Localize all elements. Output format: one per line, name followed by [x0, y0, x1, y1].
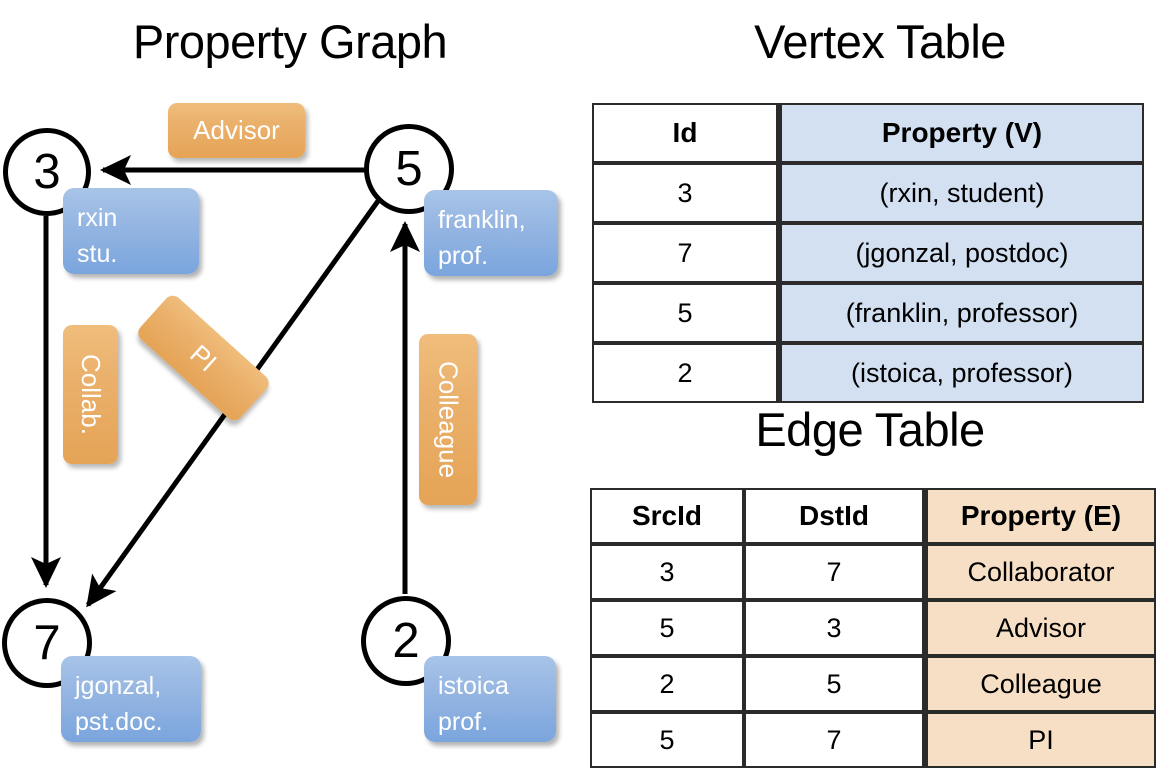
edge-cell-property: Collaborator: [924, 544, 1156, 600]
vertex-cell-id: 2: [592, 343, 778, 403]
edge-cell-dstid: 5: [744, 656, 924, 712]
table-row: 2 5 Colleague: [590, 656, 1156, 712]
edge-cell-dstid: 7: [744, 544, 924, 600]
vertex-cell-property: (istoica, professor): [778, 343, 1144, 403]
node-property-line-franklin-1: franklin,: [438, 206, 526, 234]
vertex-cell-id: 7: [592, 223, 778, 283]
table-row: 3 7 Collaborator: [590, 544, 1156, 600]
vertex-cell-property: (franklin, professor): [778, 283, 1144, 343]
edge-cell-srcid: 5: [590, 600, 744, 656]
edge-cell-srcid: 3: [590, 544, 744, 600]
vertex-table-header-row: Id Property (V): [592, 103, 1144, 163]
property-graph-diagram: 3 5 7 2 rxin stu. franklin, prof. jgonza…: [0, 0, 580, 760]
node-property-box-franklin: franklin, prof.: [424, 190, 558, 276]
edge-cell-srcid: 5: [590, 712, 744, 768]
page-title-vertex-table: Vertex Table: [754, 15, 1006, 68]
node-property-line-jgonzal-2: pst.doc.: [75, 708, 163, 737]
edge-table-header-property: Property (E): [924, 488, 1156, 544]
edge-cell-property: Colleague: [924, 656, 1156, 712]
table-row: 7 (jgonzal, postdoc): [592, 223, 1144, 283]
edge-table-header-srcid: SrcId: [590, 488, 744, 544]
vertex-cell-id: 3: [592, 163, 778, 223]
edge-cell-dstid: 3: [744, 600, 924, 656]
table-row: 5 3 Advisor: [590, 600, 1156, 656]
vertex-cell-property: (rxin, student): [778, 163, 1144, 223]
vertex-cell-property: (jgonzal, postdoc): [778, 223, 1144, 283]
node-property-box-istoica: istoica prof.: [424, 656, 556, 742]
node-property-line-istoica-1: istoica: [438, 672, 509, 700]
edge-label-collab: Collab.: [63, 325, 118, 464]
vertex-table-header-id: Id: [592, 103, 778, 163]
vertex-table-header-property: Property (V): [778, 103, 1144, 163]
vertex-table: Id Property (V) 3 (rxin, student) 7 (jgo…: [592, 103, 1144, 403]
vertex-cell-id: 5: [592, 283, 778, 343]
table-row: 3 (rxin, student): [592, 163, 1144, 223]
node-property-line-istoica-2: prof.: [438, 708, 489, 737]
graph-node-2[interactable]: 2: [361, 596, 451, 686]
node-property-line-franklin-2: prof.: [438, 242, 489, 271]
node-property-line-jgonzal-1: jgonzal,: [75, 672, 162, 700]
edge-cell-property: Advisor: [924, 600, 1156, 656]
edge-cell-srcid: 2: [590, 656, 744, 712]
edge-label-colleague: Colleague: [419, 334, 477, 505]
graph-node-5[interactable]: 5: [364, 124, 454, 214]
edge-table: SrcId DstId Property (E) 3 7 Collaborato…: [590, 488, 1156, 768]
node-property-line-rxin-2: stu.: [77, 240, 118, 269]
node-property-box-jgonzal: jgonzal, pst.doc.: [61, 656, 201, 742]
node-property-line-rxin-1: rxin: [77, 204, 118, 232]
page-title-edge-table: Edge Table: [755, 403, 985, 456]
edge-table-header-dstid: DstId: [744, 488, 924, 544]
table-row: 5 (franklin, professor): [592, 283, 1144, 343]
edge-cell-dstid: 7: [744, 712, 924, 768]
edge-label-advisor: Advisor: [168, 103, 305, 158]
node-property-box-rxin: rxin stu.: [63, 188, 199, 274]
page-title-property-graph: Property Graph: [132, 15, 448, 68]
edge-table-header-row: SrcId DstId Property (E): [590, 488, 1156, 544]
table-row: 2 (istoica, professor): [592, 343, 1144, 403]
table-row: 5 7 PI: [590, 712, 1156, 768]
